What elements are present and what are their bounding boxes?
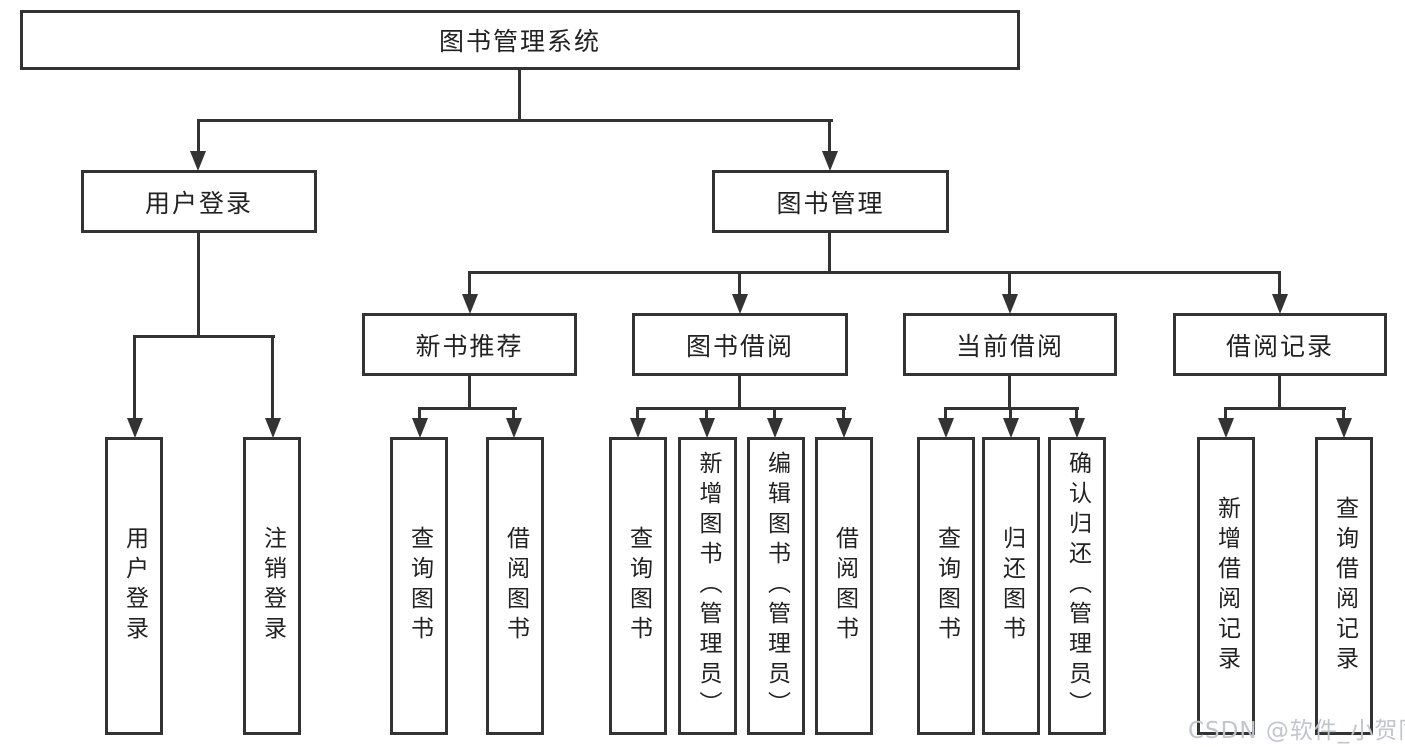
arrowhead-query-borrow-record [1336, 418, 1352, 438]
node-query-books-current: 查询图书 [917, 437, 975, 735]
edge-to-query-books-borrowing-stem [636, 407, 639, 421]
edge-to-user-login-leaf-stem [133, 335, 136, 421]
arrowhead-current-borrowing [1002, 294, 1018, 314]
node-return-book: 归还图书 [982, 437, 1040, 735]
node-book-management: 图书管理 [712, 170, 949, 233]
edge-to-query-books-current-stem [944, 407, 947, 421]
edge-to-current-borrowing-stem [1008, 271, 1011, 295]
edge-book-borrowing-hline [636, 407, 846, 410]
edge-book-management-stem [828, 233, 831, 274]
edge-to-edit-book-admin-stem [773, 407, 776, 421]
arrowhead-add-book-admin [699, 418, 715, 438]
edge-root-stem [518, 70, 521, 121]
node-borrow-books-recommend: 借阅图书 [486, 437, 544, 735]
edge-to-book-management-stem [828, 119, 831, 157]
node-label: 图书管理系统 [438, 27, 601, 56]
node-label: 注销登录 [259, 526, 286, 646]
edge-to-borrowing-records-stem [1278, 271, 1281, 295]
node-book-borrowing: 图书借阅 [632, 313, 848, 376]
csdn-watermark: CSDN @软件_小贺同学 [1188, 718, 1405, 744]
node-label: 新增图书（管理员） [695, 451, 721, 721]
edge-to-user-login-stem [197, 119, 200, 157]
node-user-login-leaf: 用户登录 [105, 437, 163, 735]
edge-current-borrowing-stem [1008, 376, 1011, 410]
arrowhead-return-book [1003, 418, 1019, 438]
edge-root-hline [197, 119, 833, 122]
edge-borrowing-records-stem [1278, 376, 1281, 410]
arrowhead-query-books-current [938, 418, 954, 438]
arrowhead-add-borrow-record [1218, 418, 1234, 438]
node-new-book-recommend: 新书推荐 [362, 313, 577, 376]
node-label: 查询图书 [625, 526, 652, 646]
node-current-borrowing: 当前借阅 [903, 313, 1117, 376]
edge-to-return-book-stem [1009, 407, 1012, 421]
node-borrow-books-borrowing: 借阅图书 [815, 437, 873, 735]
node-label: 用户登录 [144, 188, 253, 218]
arrowhead-query-books-borrowing [630, 418, 646, 438]
edge-user-login-hline [133, 335, 275, 338]
node-label: 借阅图书 [831, 526, 858, 646]
node-logout: 注销登录 [243, 437, 301, 735]
node-edit-book-admin: 编辑图书（管理员） [747, 437, 805, 735]
node-label: 查询图书 [406, 526, 433, 646]
edge-to-borrow-books-recommend-stem [512, 407, 515, 421]
edge-to-add-borrow-record-stem [1224, 407, 1227, 421]
edge-borrowing-records-hline [1224, 407, 1346, 410]
node-query-books-borrowing: 查询图书 [609, 437, 667, 735]
edge-to-query-borrow-record-stem [1342, 407, 1345, 421]
node-label: 确认归还（管理员） [1064, 451, 1091, 721]
edge-to-new-book-recommend-stem [468, 271, 471, 295]
arrowhead-query-books-recommend [412, 418, 428, 438]
node-label: 借阅图书 [502, 526, 529, 646]
node-label: 新书推荐 [415, 331, 524, 361]
edge-new-book-recommend-hline [418, 407, 517, 410]
arrowhead-borrowing-records [1272, 294, 1288, 314]
arrowhead-user-login [190, 151, 206, 171]
node-user-login: 用户登录 [81, 170, 317, 233]
arrowhead-book-borrowing [732, 294, 748, 314]
edge-to-add-book-admin-stem [705, 407, 708, 421]
arrowhead-new-book-recommend [462, 294, 478, 314]
node-add-borrow-record: 新增借阅记录 [1197, 437, 1255, 735]
node-label: 用户登录 [121, 526, 148, 646]
node-query-books-recommend: 查询图书 [390, 437, 448, 735]
arrowhead-confirm-return-admin [1069, 418, 1085, 438]
edge-to-book-borrowing-stem [738, 271, 741, 295]
edge-level2-hline [468, 271, 1281, 274]
node-query-borrow-record: 查询借阅记录 [1315, 437, 1373, 735]
node-confirm-return-admin: 确认归还（管理员） [1048, 437, 1106, 735]
node-label: 查询借阅记录 [1331, 496, 1358, 676]
arrowhead-edit-book-admin [767, 418, 783, 438]
node-library-management-system: 图书管理系统 [20, 10, 1020, 70]
node-borrowing-records: 借阅记录 [1173, 313, 1387, 376]
node-label: 归还图书 [998, 526, 1025, 646]
edge-to-query-books-recommend-stem [418, 407, 421, 421]
arrowhead-borrow-books-borrowing [836, 418, 852, 438]
arrowhead-borrow-books-recommend [506, 418, 522, 438]
edge-book-borrowing-stem [738, 376, 741, 410]
edge-to-logout-stem [271, 335, 274, 421]
arrowhead-book-management [822, 151, 838, 171]
node-label: 新增借阅记录 [1213, 496, 1240, 676]
edge-to-borrow-books-borrowing-stem [842, 407, 845, 421]
edge-user-login-stem [197, 233, 200, 338]
edge-new-book-recommend-stem [468, 376, 471, 410]
node-label: 编辑图书（管理员） [763, 451, 790, 721]
node-add-book-admin: 新增图书（管理员） [678, 437, 737, 735]
node-label: 查询图书 [933, 526, 960, 646]
arrowhead-user-login-leaf [127, 418, 143, 438]
node-label: 图书管理 [776, 188, 885, 218]
arrowhead-logout [265, 418, 281, 438]
node-label: 借阅记录 [1225, 331, 1334, 361]
edge-to-confirm-return-admin-stem [1075, 407, 1078, 421]
node-label: 图书借阅 [685, 331, 794, 361]
node-label: 当前借阅 [955, 331, 1064, 361]
